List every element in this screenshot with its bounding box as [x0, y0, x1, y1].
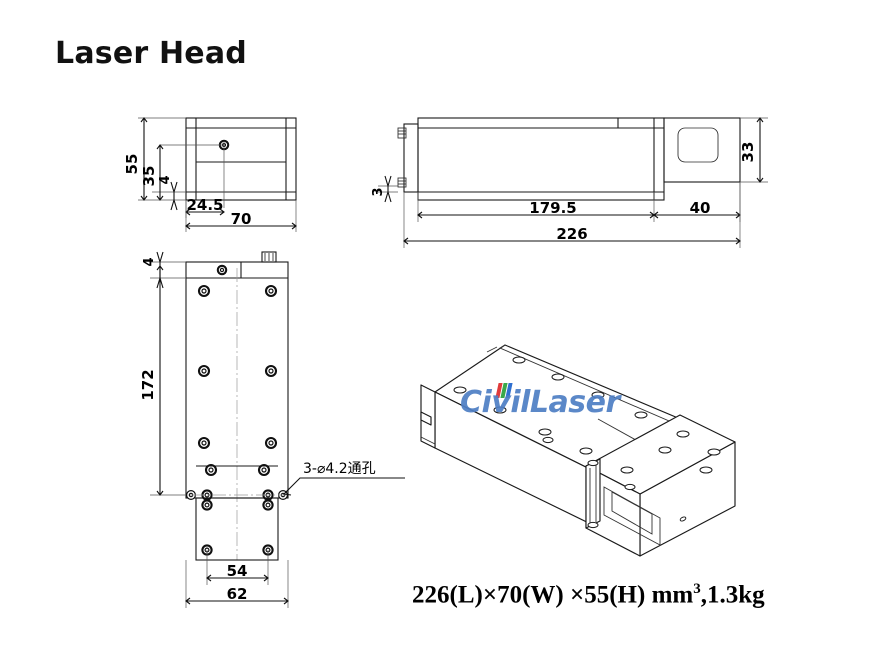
- iso-top-holes: [453, 356, 721, 474]
- isometric-view: [420, 344, 736, 557]
- front-view: 55 35 4 24.5 70: [123, 117, 297, 232]
- side-dim-40: 40: [690, 199, 711, 217]
- top-dim-172: 172: [139, 369, 157, 400]
- front-dim-55: 55: [123, 154, 141, 175]
- front-dim-70: 70: [231, 210, 252, 228]
- front-dim-35: 35: [140, 166, 158, 187]
- page-title: Laser Head: [55, 36, 247, 71]
- side-dim-226: 226: [556, 225, 587, 243]
- side-dim-33: 33: [739, 142, 757, 163]
- iso-front-holes: [542, 436, 636, 491]
- front-dim-24-5: 24.5: [186, 196, 223, 214]
- side-view: 33 3 179.5 40: [371, 117, 768, 248]
- top-dim-62: 62: [227, 585, 248, 603]
- side-dim-179-5: 179.5: [529, 199, 576, 217]
- front-dim-4: 4: [158, 175, 173, 184]
- top-dim-54: 54: [227, 562, 248, 580]
- top-view-hole-note: 3-⌀4.2通孔: [303, 461, 376, 477]
- side-dim-3: 3: [371, 187, 386, 196]
- spec-caption: 226(L)×70(W) ×55(H) mm3,1.3kg: [412, 581, 765, 609]
- caption-weight: ,1.3kg: [700, 581, 765, 609]
- caption-exponent: 3: [693, 581, 701, 597]
- top-view: 4 172 54 62 3-⌀4.2通孔: [139, 251, 405, 608]
- top-dim-4: 4: [142, 257, 157, 266]
- caption-dimensions: 226(L)×70(W) ×55(H) mm: [412, 581, 694, 609]
